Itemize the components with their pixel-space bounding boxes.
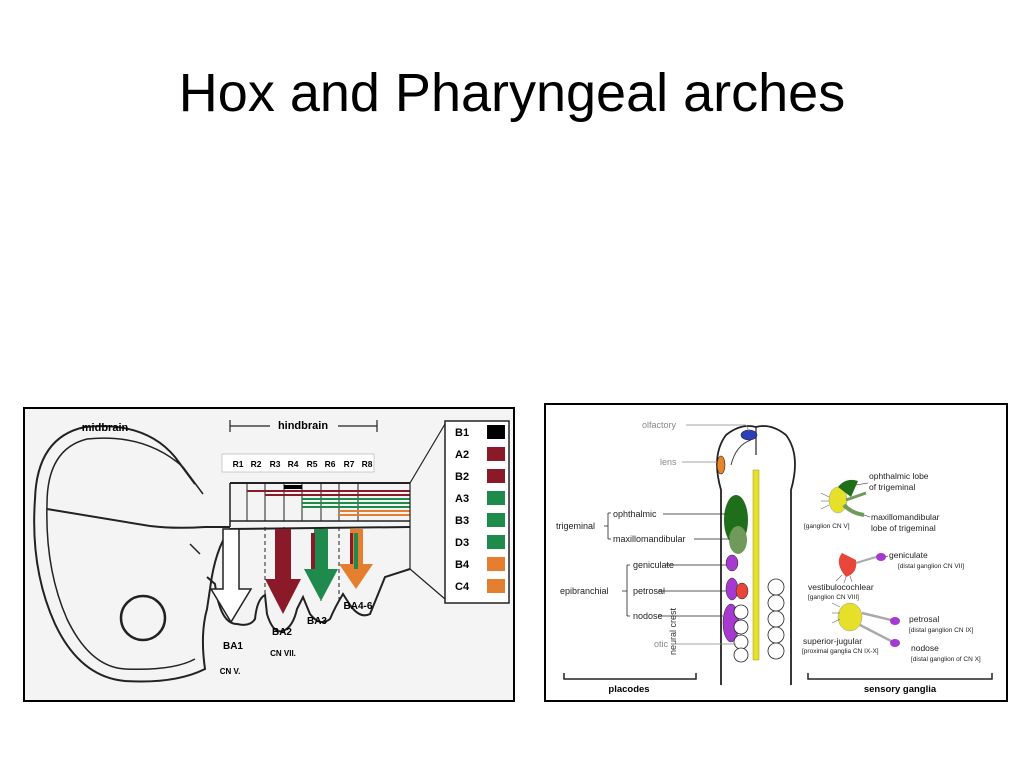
olfactory-label: olfactory <box>642 420 677 430</box>
legend-swatch-d3 <box>487 535 505 549</box>
geniculate-ganglion-label: geniculate <box>889 550 928 560</box>
legend-swatch-b1 <box>487 425 505 439</box>
hindbrain-hox-figure: midbrain hindbrain R1 R2 R3 R4 R5 R6 R7 … <box>23 407 515 702</box>
ophthalmic-label: ophthalmic <box>613 509 657 519</box>
legend-gene-label: D3 <box>455 537 469 549</box>
rhombomere-label: R6 <box>325 459 336 469</box>
arch-label-ba1: BA1 <box>223 641 243 652</box>
rhombomere-label: R2 <box>251 459 262 469</box>
legend-gene-label: B4 <box>455 559 470 571</box>
neural-crest-label: neural crest <box>668 607 678 655</box>
petrosal-label: petrosal <box>633 586 665 596</box>
head-outline <box>33 425 411 683</box>
vestibulocochlear-note: [ganglion CN VIII] <box>808 594 859 601</box>
ophthalmic-lobe-label-2: of trigeminal <box>869 482 915 492</box>
arch-label-ba2: BA2 <box>272 627 292 638</box>
maxillomandibular-lobe-label-2: lobe of trigeminal <box>871 523 936 533</box>
petrosal-ganglion-label: petrosal <box>909 614 939 624</box>
nodose-note: [distal ganglion of CN X] <box>911 656 981 663</box>
maxillomandibular-lobe-label: maxillomandibular <box>871 512 940 522</box>
midbrain-line <box>46 508 151 527</box>
legend-gene-label: A3 <box>455 493 469 505</box>
rhombomere-label: R7 <box>344 459 355 469</box>
arrow-ba3 <box>304 529 338 601</box>
lens-label: lens <box>660 457 677 467</box>
legend-swatch-b3 <box>487 513 505 527</box>
petrosal-red-placode <box>735 582 749 600</box>
hindbrain-label: hindbrain <box>278 420 328 432</box>
pharyngeal-arches-outline <box>206 568 411 633</box>
olfactory-placode <box>740 429 758 441</box>
lens-placode <box>716 455 726 475</box>
arch-label-ba3: BA3 <box>307 616 327 627</box>
geniculate-placode <box>725 554 739 572</box>
rhombomere-label: R5 <box>307 459 318 469</box>
maxillomandibular-placode <box>729 526 747 554</box>
nodose-ganglion-label: nodose <box>911 643 939 653</box>
nodose-label: nodose <box>633 611 663 621</box>
legend-swatch-b4 <box>487 557 505 571</box>
ophthalmic-lobe-label: ophthalmic lobe <box>869 471 929 481</box>
trigeminal-label: trigeminal <box>556 521 595 531</box>
legend-swatch-a2 <box>487 447 505 461</box>
legend-swatch-c4 <box>487 579 505 593</box>
vestibulocochlear-label: vestibulocochlear <box>808 582 874 592</box>
arrow-ba2 <box>265 529 301 614</box>
eye-outline <box>119 594 167 642</box>
ganglion-cn-v-note: [ganglion CN V] <box>804 523 850 530</box>
placodes-label: placodes <box>608 684 649 695</box>
geniculate-ganglion-drawing <box>835 553 886 584</box>
arrow-ba3-red-edge <box>311 533 315 569</box>
otic-label: otic <box>654 639 669 649</box>
sensory-ganglia-figure: neural crest olfactory lens otic trigemi <box>544 403 1008 702</box>
legend-swatch-b2 <box>487 469 505 483</box>
petrosal-note: [distal ganglion CN IX] <box>909 627 974 634</box>
slide-title: Hox and Pharyngeal arches <box>178 63 846 123</box>
superior-jugular-label: superior-jugular <box>803 636 862 646</box>
geniculate-label: geniculate <box>633 560 674 570</box>
rhombomere-label: R1 <box>233 459 244 469</box>
head-inner-outline <box>46 437 204 671</box>
geniculate-note: [distal ganglion CN VII] <box>898 563 964 570</box>
jugular-ganglion-drawing <box>831 602 900 647</box>
nerve-label-cn-vii: CN VII. <box>270 649 296 658</box>
rhombomere-label: R8 <box>362 459 373 469</box>
sensory-ganglia-label: sensory ganglia <box>864 684 937 695</box>
legend-gene-label: B3 <box>455 515 469 527</box>
rhombomere-label: R4 <box>288 459 299 469</box>
rhombomere-label: R3 <box>270 459 281 469</box>
nerve-label-cn-v: CN V. <box>220 667 241 676</box>
neural-crest-bar <box>752 469 760 661</box>
midbrain-label: midbrain <box>82 422 129 434</box>
legend-gene-label: B2 <box>455 471 469 483</box>
trigeminal-ganglion-drawing <box>820 479 867 517</box>
maxillomandibular-label: maxillomandibular <box>613 534 686 544</box>
epibranchial-label: epibranchial <box>560 586 609 596</box>
legend-gene-label: A2 <box>455 449 469 461</box>
arrow-ba1 <box>209 528 253 624</box>
legend-gene-label: B1 <box>455 427 469 439</box>
legend-gene-label: C4 <box>455 581 470 593</box>
arch-label-ba4-6: BA4-6 <box>344 601 373 612</box>
legend-swatch-a3 <box>487 491 505 505</box>
superior-jugular-note: [proximal ganglia CN IX-X] <box>802 648 879 655</box>
